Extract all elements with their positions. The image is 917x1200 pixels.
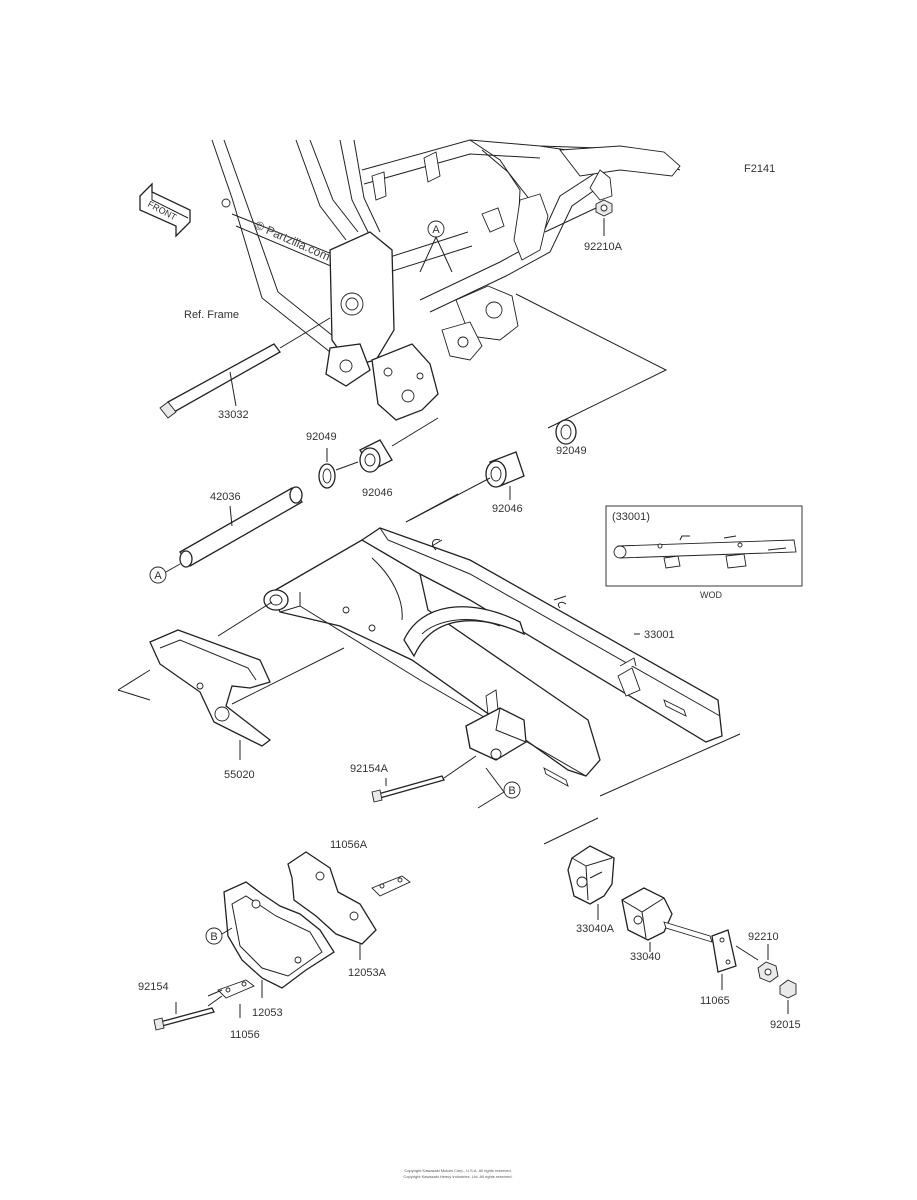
label-33032: 33032	[218, 409, 249, 421]
front-arrow-icon: FRONT	[139, 182, 191, 238]
label-33040: 33040	[630, 951, 661, 963]
callout-a-collar: A	[149, 563, 181, 584]
callout-b-swingarm: B	[477, 767, 521, 809]
part-92210	[757, 944, 779, 983]
label-92210A: 92210A	[584, 241, 623, 253]
label-92046-left: 92046	[362, 487, 393, 499]
svg-text:A: A	[154, 570, 162, 582]
svg-text:B: B	[508, 785, 515, 797]
label-92049-right: 92049	[556, 445, 587, 457]
label-92154: 92154	[138, 981, 169, 993]
label-12053: 12053	[252, 1007, 283, 1019]
label-12053A: 12053A	[348, 967, 387, 979]
label-92210: 92210	[748, 931, 779, 943]
leader-swingarm-left	[217, 601, 273, 637]
part-92210A	[544, 199, 613, 236]
part-12053A	[287, 851, 377, 960]
label-42036: 42036	[210, 491, 241, 503]
part-55020	[117, 629, 272, 760]
leader-swingarm-guard	[231, 647, 345, 705]
svg-text:B: B	[210, 931, 217, 943]
part-92154A	[371, 755, 477, 803]
callout-a-frame: A	[419, 220, 453, 273]
footer-line-2: Copyright Kawasaki Heavy Industries, Ltd…	[403, 1174, 512, 1179]
label-92154A: 92154A	[350, 763, 389, 775]
label-33001: 33001	[644, 629, 675, 641]
part-11056A	[371, 875, 411, 897]
part-92046-left	[359, 439, 393, 473]
part-42036	[179, 486, 303, 568]
part-92154	[153, 989, 223, 1031]
part-11065	[711, 929, 759, 990]
label-92049-left: 92049	[306, 431, 337, 443]
label-11065: 11065	[700, 995, 730, 1007]
part-92015	[779, 979, 797, 1014]
watermark-text: © Partzilla.com	[253, 218, 333, 264]
label-55020: 55020	[224, 769, 255, 781]
inset-part-ref: (33001)	[612, 511, 650, 523]
part-33032	[159, 317, 331, 419]
leader-seal-left	[335, 461, 359, 471]
svg-text:A: A	[432, 224, 440, 236]
label-92015: 92015	[770, 1019, 801, 1031]
footer-line-1: Copyright Kawasaki Motors Corp., U.S.A. …	[404, 1168, 511, 1173]
ref-frame-label: Ref. Frame	[184, 309, 239, 321]
leader-swingarm-rear	[599, 733, 741, 797]
inset-box: (33001) WOD	[605, 505, 803, 600]
leader-adjuster	[543, 817, 599, 845]
label-92046-right: 92046	[492, 503, 523, 515]
adjuster-block-drawing	[465, 707, 527, 761]
leader-frame-to-right	[515, 293, 668, 429]
label-11056A: 11056A	[330, 839, 368, 851]
part-33040A	[567, 845, 615, 920]
frame-drawing	[211, 139, 681, 421]
part-92046-right	[485, 451, 525, 500]
part-11056	[217, 979, 255, 1018]
leader-swingarm-top	[405, 493, 459, 523]
label-11056: 11056	[230, 1029, 260, 1041]
part-92049-right	[555, 419, 577, 445]
callout-b-guide: B	[205, 927, 233, 945]
part-33040	[621, 887, 713, 952]
diagram-code: F2141	[744, 163, 775, 175]
inset-caption: WOD	[700, 590, 722, 600]
leader-frame-to-left	[391, 417, 439, 447]
part-12053	[223, 881, 335, 998]
part-92049-left	[318, 448, 336, 489]
label-33040A: 33040A	[576, 923, 615, 935]
